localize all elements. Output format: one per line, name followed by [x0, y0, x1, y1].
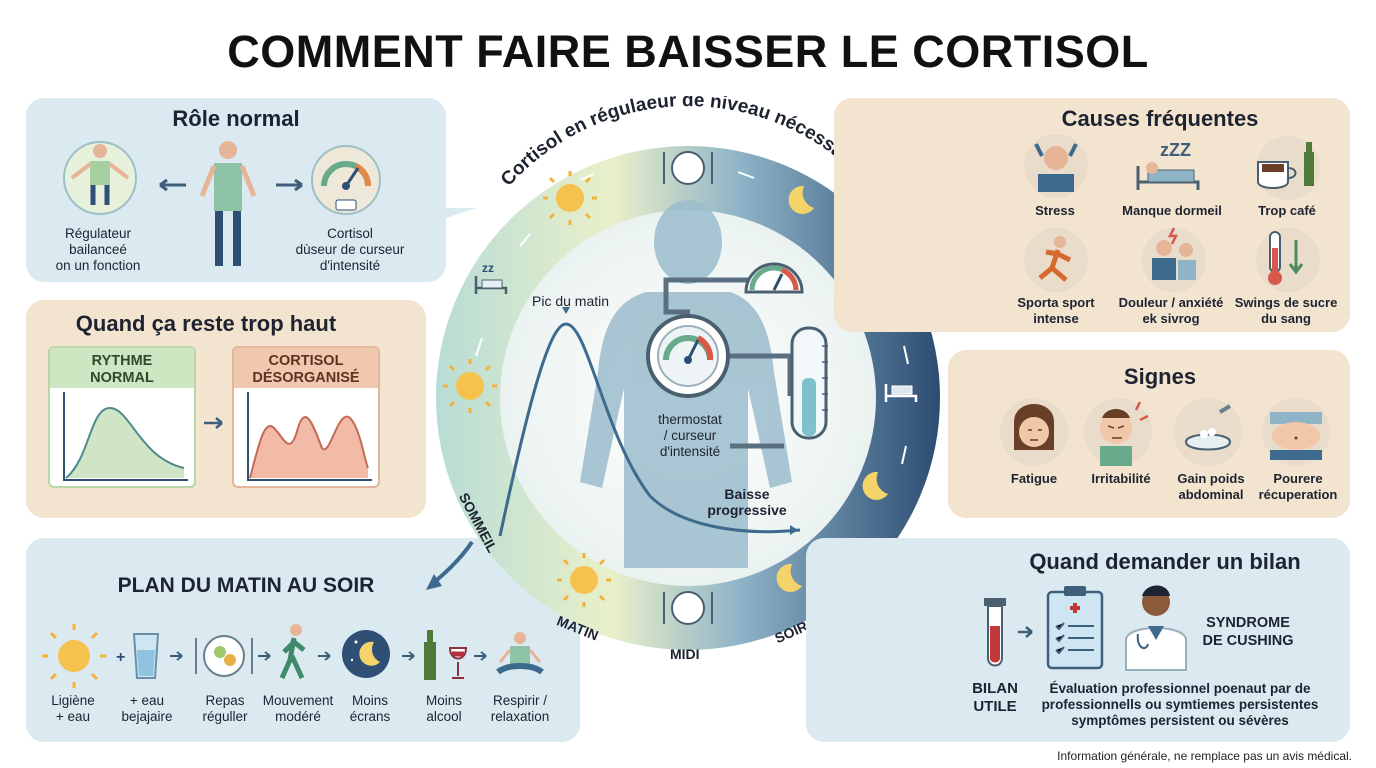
cortisol-curve: [498, 322, 801, 537]
high-speech-tail: [398, 370, 426, 396]
svg-text:+: +: [116, 649, 125, 666]
sign-label: Fatigue: [1010, 471, 1058, 486]
sleep-icon: zZZ: [1136, 140, 1200, 190]
normal-curve: [63, 392, 188, 481]
cause-label: Stress: [1035, 203, 1075, 218]
causes-icons: zZZ: [1024, 134, 1320, 292]
plate-icon: [663, 591, 713, 625]
chaos-curve: [247, 392, 372, 481]
role-title: Rôle normal: [172, 106, 300, 131]
pain-icon: [1142, 227, 1206, 292]
plate-icon: [663, 151, 713, 185]
signs-speech-tail: [954, 374, 978, 400]
sun-icon: [443, 359, 497, 413]
glass-icon: [132, 633, 160, 679]
plan-step-label: Ligiène+ eau: [51, 693, 95, 724]
moon-icon: [342, 630, 390, 678]
plan-icons: +: [42, 624, 544, 688]
sign-label: Irritabilité: [1091, 471, 1151, 486]
wine-icon: [424, 630, 468, 680]
high-title: Quand ça reste trop haut: [75, 311, 337, 336]
coffee-icon: [1256, 136, 1320, 200]
scale-icon: [1174, 398, 1242, 466]
body-silhouette: [580, 200, 792, 568]
causes-title: Causes fréquentes: [1061, 106, 1259, 131]
plate-icon: [195, 635, 253, 677]
checkup-title: Quand demander un bilan: [1029, 549, 1301, 574]
plan-title: PLAN DU MATIN AU SOIR: [117, 574, 375, 597]
signs-icons: [1000, 398, 1330, 466]
high-arrow: [204, 417, 223, 429]
svg-text:zZZ: zZZ: [1160, 140, 1191, 160]
noon-label: MIDI: [670, 646, 700, 662]
top-gauge-icon: [744, 262, 804, 294]
cause-label: Manque dormeil: [1122, 203, 1222, 218]
footer-note: Information générale, ne remplace pas un…: [1057, 749, 1352, 763]
plan-step-label: Respirir /relaxation: [490, 693, 550, 724]
causes-panel: [834, 98, 1350, 332]
thermometer-tube-icon: [790, 326, 828, 440]
svg-text:zz: zz: [482, 261, 494, 275]
running-icon: [1024, 228, 1088, 292]
doctor-icon: [1125, 585, 1187, 671]
signs-title: Signes: [1123, 364, 1197, 389]
bed-icon: [884, 384, 918, 402]
bed-icon: zz: [474, 261, 508, 294]
checkup-icons: [984, 585, 1187, 671]
page-title: COMMENT FAIRE BAISSER LE CORTISOL: [227, 26, 1149, 77]
cause-label: Trop café: [1258, 203, 1316, 218]
sun-icon: [42, 624, 106, 688]
clipboard-icon: [1046, 586, 1104, 670]
irritable-face-icon: [1084, 398, 1152, 466]
plan-panel: [26, 538, 580, 742]
sun-icon: [543, 171, 597, 225]
role-illustration: [63, 141, 476, 266]
cortisol-cycle: zz Cortisol en régulaeur de niveau néces…: [436, 96, 940, 650]
gauge-icon: [646, 314, 730, 398]
test-tube-icon: [984, 598, 1006, 667]
peak-label: Pic du matin: [532, 293, 610, 309]
belly-icon: [1262, 398, 1330, 466]
thermometer-icon: [1256, 228, 1320, 292]
walk-icon: [279, 624, 306, 680]
stress-icon: [1024, 134, 1088, 198]
sun-icon: [557, 553, 611, 607]
meditation-icon: [496, 632, 544, 675]
tired-face-icon: [1000, 398, 1068, 466]
